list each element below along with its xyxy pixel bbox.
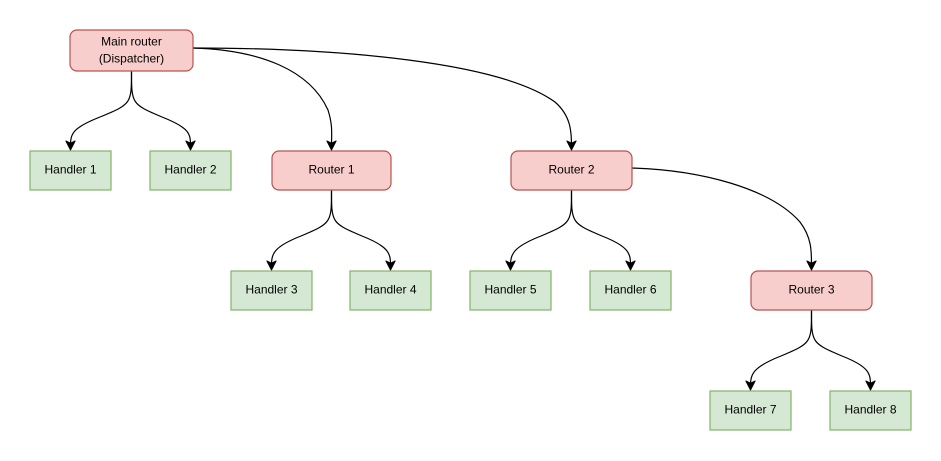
- node-handler-6[interactable]: Handler 6: [589, 270, 672, 311]
- node-handler-1-box[interactable]: [29, 150, 112, 191]
- arrow-handler-3-icon: [266, 260, 277, 271]
- edge-main-to-router-1: [192, 47, 333, 147]
- node-router-3[interactable]: Router 3: [750, 270, 873, 311]
- node-main-router-box[interactable]: [69, 29, 194, 72]
- arrow-handler-2-icon: [185, 140, 196, 151]
- node-handler-7[interactable]: Handler 7: [709, 390, 792, 431]
- edge-router3-to-handler-8: [810, 309, 872, 387]
- node-router-2-box[interactable]: [510, 150, 633, 191]
- arrow-handler-7-icon: [745, 380, 756, 391]
- edge-router2-to-handler-5: [509, 189, 573, 267]
- node-handler-8-box[interactable]: [829, 390, 912, 431]
- arrow-router-2-icon: [566, 140, 577, 151]
- edge-main-to-handler-1: [69, 70, 133, 147]
- edge-router1-to-handler-4: [330, 189, 392, 267]
- arrow-handler-1-icon: [65, 140, 76, 151]
- node-handler-1[interactable]: Handler 1: [29, 150, 112, 191]
- node-handler-7-box[interactable]: [709, 390, 792, 431]
- node-router-1[interactable]: Router 1: [271, 150, 392, 191]
- arrow-router-3-icon: [806, 260, 817, 271]
- node-handler-5[interactable]: Handler 5: [469, 270, 552, 311]
- edge-router2-to-handler-6: [570, 189, 632, 267]
- node-handler-2-box[interactable]: [149, 150, 232, 191]
- arrow-router-1-icon: [326, 140, 337, 151]
- arrow-handler-5-icon: [505, 260, 516, 271]
- edge-router1-to-handler-3: [270, 189, 333, 267]
- node-handler-6-box[interactable]: [589, 270, 672, 311]
- node-handler-5-box[interactable]: [469, 270, 552, 311]
- node-handler-4[interactable]: Handler 4: [349, 270, 432, 311]
- node-handler-3[interactable]: Handler 3: [230, 270, 313, 311]
- node-handler-8[interactable]: Handler 8: [829, 390, 912, 431]
- nodes-layer: Main router(Dispatcher) Handler 1 Handler …: [29, 29, 912, 431]
- edge-router2-to-router-3: [631, 167, 813, 267]
- arrow-handler-4-icon: [385, 260, 396, 271]
- node-main-router[interactable]: Main router(Dispatcher): [69, 29, 194, 72]
- node-handler-2[interactable]: Handler 2: [149, 150, 232, 191]
- node-handler-4-box[interactable]: [349, 270, 432, 311]
- node-handler-3-box[interactable]: [230, 270, 313, 311]
- node-router-1-box[interactable]: [271, 150, 392, 191]
- node-router-2[interactable]: Router 2: [510, 150, 633, 191]
- edges-layer: [69, 47, 872, 387]
- edge-router3-to-handler-7: [749, 309, 813, 387]
- arrowheads-layer: [65, 140, 876, 391]
- arrow-handler-8-icon: [865, 380, 876, 391]
- edge-main-to-router-2: [192, 47, 573, 147]
- node-router-3-box[interactable]: [750, 270, 873, 311]
- edge-main-to-handler-2: [130, 70, 192, 147]
- arrow-handler-6-icon: [625, 260, 636, 271]
